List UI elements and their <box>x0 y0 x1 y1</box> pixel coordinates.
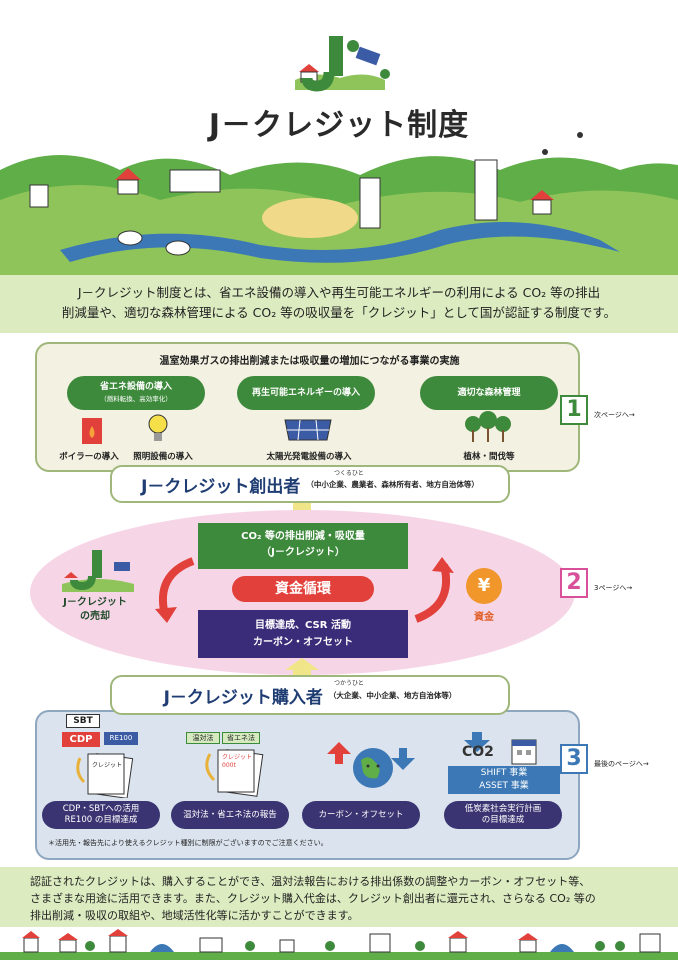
summary-line-3: 排出削減・吸収の取組や、地域活性化等に活かすことができます。 <box>30 909 359 922</box>
j-credit-logo <box>295 36 390 92</box>
co2-line-1: CO₂ 等の排出削減・吸収量 <box>241 531 365 542</box>
fund-label: 資金 <box>474 612 494 623</box>
use-line-2: の目標達成 <box>481 815 525 825</box>
summary-line-1: 認証されたクレジットは、購入することができ、温対法報告における排出係数の調整やカ… <box>30 875 591 888</box>
shift-line-2: ASSET 事業 <box>479 781 529 791</box>
credit-creator-banner: つくるひと J－クレジット創出者 （中小企業、農業者、森林所有者、地方自治体等） <box>110 465 510 503</box>
building-icon <box>511 739 537 765</box>
summary-line-2: さまざまな用途に活用できます。また、クレジット購入代金は、クレジット創出者に還元… <box>30 892 596 905</box>
item-solar: 太陽光発電設備の導入 <box>266 452 352 462</box>
co2-down-arrow-icon <box>464 732 490 752</box>
landscape-illustration <box>0 132 678 275</box>
up-arrow-icon <box>285 658 319 678</box>
goal-line-2: カーボン・オフセット <box>253 637 353 648</box>
goal-achievement-box: 目標達成、CSR 活動 カーボン・オフセット <box>198 610 408 658</box>
co2-line-2: （J－クレジット） <box>261 547 345 558</box>
box1-title: 温室効果ガスの排出削減または吸収量の増加につながる事業の実施 <box>159 356 460 367</box>
cycle-arrow-right-icon <box>414 557 454 623</box>
intro-line-2: 削減量や、適切な森林管理による CO₂ 等の吸収量を「クレジット」として国が認証… <box>61 305 617 320</box>
credit-documents-icon <box>76 753 134 798</box>
j-credit-sale-logo <box>62 550 134 592</box>
use-low-carbon-plan: 低炭素社会実行計画の目標達成 <box>444 801 562 829</box>
co2-reduction-box: CO₂ 等の排出削減・吸収量 （J－クレジット） <box>198 523 408 569</box>
buyer-ruby: つかうひと <box>334 680 364 687</box>
creator-ruby: つくるひと <box>334 470 364 477</box>
yen-icon: ¥ <box>466 568 502 604</box>
boiler-icon <box>82 418 102 444</box>
summary-text: 認証されたクレジットは、購入することができ、温対法報告における排出係数の調整やカ… <box>0 867 678 927</box>
item-boiler: ボイラーの導入 <box>59 452 119 462</box>
step-2-link[interactable]: 3ページへ→ <box>594 584 633 592</box>
buyer-name: J－クレジット購入者 <box>163 687 323 708</box>
cdp-tag: CDP <box>62 732 100 747</box>
step-1-marker: 1 <box>560 395 588 425</box>
use-ontaiho-report: 温対法・省エネ法の報告 <box>171 801 289 829</box>
creator-subtitle: （中小企業、農業者、森林所有者、地方自治体等） <box>306 479 479 489</box>
project-implementation-box: 温室効果ガスの排出削減または吸収量の増加につながる事業の実施 省エネ設備の導入 … <box>35 342 580 472</box>
item-forest: 植林・間伐等 <box>463 452 515 462</box>
intro-text: J－クレジット制度とは、省エネ設備の導入や再生可能エネルギーの利用による CO₂… <box>0 275 678 333</box>
shoene-tag: 省エネ法 <box>222 732 260 744</box>
trees-icon <box>465 411 511 442</box>
light-bulb-icon <box>148 414 168 441</box>
ontaiho-tag: 温対法 <box>186 732 220 744</box>
fund-cycle-label: 資金循環 <box>232 576 374 602</box>
doc-label: クレジット <box>92 762 123 769</box>
category-sub: （燃料転換、高効率化） <box>100 395 172 403</box>
intro-line-1: J－クレジット制度とは、省エネ設備の導入や再生可能エネルギーの利用による CO₂… <box>77 285 601 300</box>
step-3-marker: 3 <box>560 744 588 774</box>
use-line-1: 低炭素社会実行計画 <box>464 804 542 814</box>
doc-label-2: クレジット 000t <box>222 754 253 769</box>
use-line-1: 温対法・省エネ法の報告 <box>183 809 277 820</box>
use-line-2: RE100 の目標達成 <box>64 815 138 825</box>
earth-offset-icon <box>327 742 415 788</box>
sbt-tag: SBT <box>66 714 100 728</box>
credit-sale-label: J－クレジット の売却 <box>55 596 135 624</box>
item-lighting: 照明設備の導入 <box>133 452 193 462</box>
category-label: 省エネ設備の導入 <box>99 382 172 392</box>
footer-town-illustration <box>0 929 678 960</box>
page-title: J－クレジット制度 <box>208 108 470 143</box>
category-energy-saving: 省エネ設備の導入 （燃料転換、高効率化） <box>67 376 205 410</box>
step-2-marker: 2 <box>560 568 588 598</box>
re100-tag: RE100 <box>104 732 138 745</box>
goal-line-1: 目標達成、CSR 活動 <box>255 620 351 631</box>
step-3-link[interactable]: 最後のページへ→ <box>594 760 649 768</box>
category-label: 再生可能エネルギーの導入 <box>251 388 360 398</box>
use-carbon-offset: カーボン・オフセット <box>302 801 420 829</box>
category-forest: 適切な森林管理 <box>420 376 558 410</box>
solar-panel-icon <box>284 419 332 441</box>
category-renewable: 再生可能エネルギーの導入 <box>237 376 375 410</box>
use-line-1: カーボン・オフセット <box>318 809 404 820</box>
category-label: 適切な森林管理 <box>457 388 521 398</box>
credit-buyer-banner: つかうひと J－クレジット購入者 （大企業、中小企業、地方自治体等） <box>110 675 510 715</box>
cycle-arrow-left-icon <box>155 557 195 623</box>
shift-asset-box: SHIFT 事業 ASSET 事業 <box>448 766 560 794</box>
sale-line-1: J－クレジット <box>63 597 127 608</box>
sale-line-2: の売却 <box>80 611 110 622</box>
step-1-link[interactable]: 次ページへ→ <box>594 411 635 419</box>
report-documents-icon <box>205 749 264 797</box>
buyer-subtitle: （大企業、中小企業、地方自治体等） <box>328 690 457 700</box>
use-line-1: CDP・SBTへの活用 <box>62 804 140 814</box>
creator-name: J－クレジット創出者 <box>141 476 301 497</box>
shift-line-1: SHIFT 事業 <box>480 768 528 778</box>
usage-note: ＊活用先・報告先により使えるクレジット種別に制限がございますのでご注意ください。 <box>48 839 328 847</box>
co2-reduce-label: CO2 <box>462 744 494 760</box>
